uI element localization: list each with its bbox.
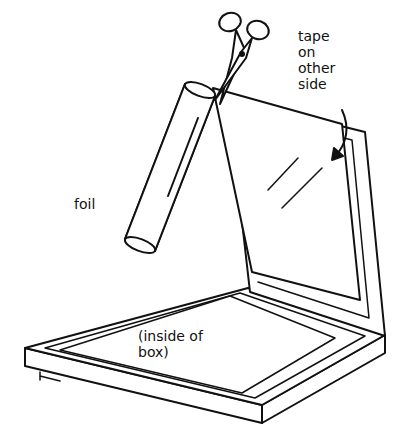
- foil-roll-body: [125, 84, 215, 251]
- label: tape on other side: [298, 28, 346, 92]
- foil-sheet: [213, 88, 360, 300]
- foil-roll: [125, 84, 215, 251]
- scissors-blade: [215, 38, 252, 100]
- foil-roll-edges: [125, 84, 215, 251]
- foil-roll-end: [123, 234, 157, 257]
- arrow-head: [332, 148, 343, 160]
- box-tab: [40, 372, 60, 381]
- box-inside: [60, 296, 335, 393]
- foil-roll-top: [183, 79, 217, 102]
- foil-shine: [268, 158, 322, 208]
- scissors-handle: [245, 18, 272, 42]
- scissors-handle: [217, 10, 244, 34]
- scissors-pivot: [240, 52, 244, 56]
- label: (inside of box): [138, 328, 220, 360]
- label: foil: [74, 196, 124, 212]
